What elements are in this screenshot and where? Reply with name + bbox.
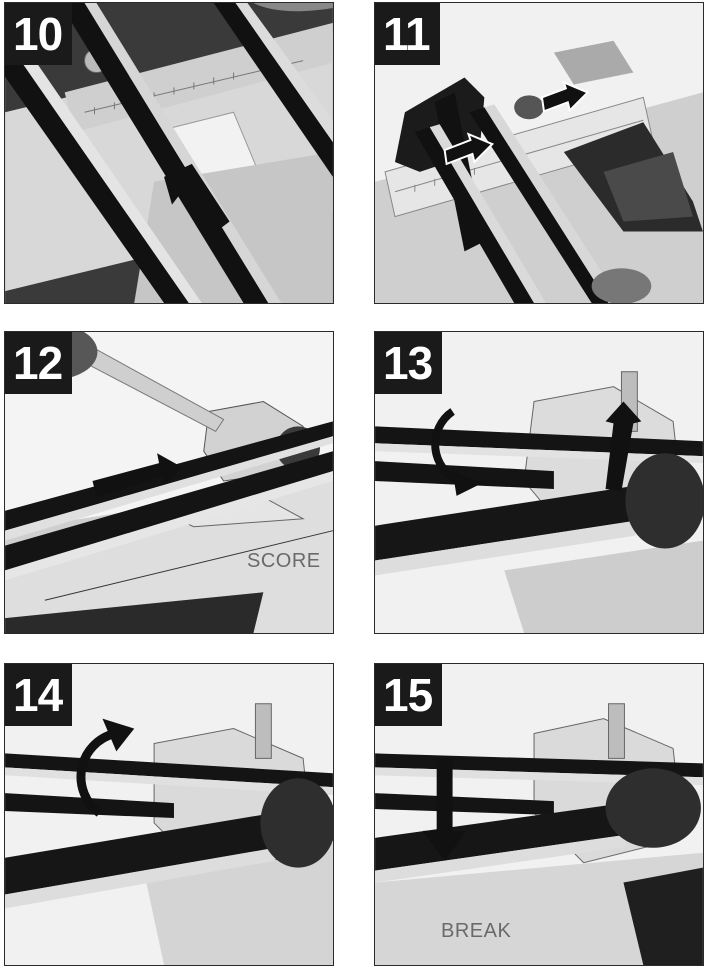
step-panel-14: 14 <box>4 663 334 966</box>
step-number: 15 <box>375 664 443 726</box>
step-number: 14 <box>5 664 73 726</box>
break-caption: BREAK <box>441 920 512 942</box>
step-panel-15: 15 BREAK <box>374 663 704 966</box>
score-caption: SCORE <box>247 550 321 572</box>
arrow-icon <box>92 453 182 497</box>
step-number: 11 <box>375 3 440 65</box>
tile-cutter-rotate-illustration <box>5 664 333 965</box>
step-panel-12: 12 SCORE <box>4 331 334 634</box>
step-panel-13: 13 <box>374 331 704 634</box>
tile-cutter-guide-illustration <box>5 3 333 303</box>
step-number: 10 <box>5 3 73 65</box>
step-number: 12 <box>5 332 73 394</box>
step-panel-10: 10 <box>4 2 334 304</box>
step-panel-11: 11 <box>374 2 704 304</box>
step-number: 13 <box>375 332 443 394</box>
arrow-icon <box>164 163 230 234</box>
double-arrow-icon <box>443 80 590 166</box>
down-arrow-icon <box>422 758 467 861</box>
up-arrow-icon <box>605 401 642 491</box>
rotate-arrow-icon <box>76 729 116 817</box>
rotate-arrow-icon <box>431 408 462 485</box>
tile-cutter-rails-illustration <box>375 3 703 303</box>
